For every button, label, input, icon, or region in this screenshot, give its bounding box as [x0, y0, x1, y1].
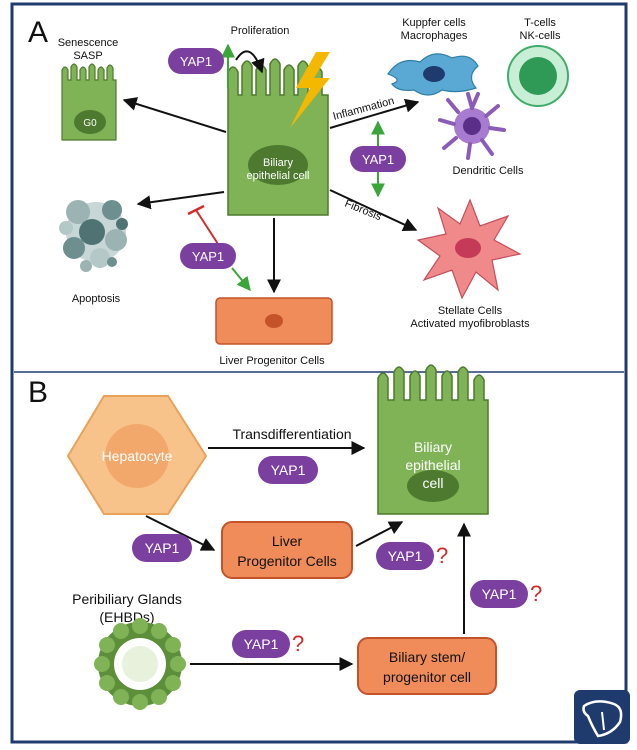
inhibit-bar	[187, 204, 205, 216]
lightning-icon	[290, 52, 330, 128]
arrow-hep-to-lpc	[145, 515, 216, 551]
t-cell	[507, 45, 569, 107]
question-mark-lpc: ?	[436, 543, 448, 568]
apoptotic-cell-cluster	[59, 200, 128, 272]
yap1-proliferation-badge: YAP1	[168, 48, 224, 74]
yap1-stem-biliary-badge: YAP1	[470, 580, 528, 608]
g0-label: G0	[83, 118, 97, 129]
svg-text:YAP1: YAP1	[180, 54, 212, 69]
panel-b-letter: B	[28, 376, 48, 409]
apoptosis-label: Apoptosis	[72, 293, 121, 305]
svg-text:YAP1: YAP1	[271, 462, 306, 478]
senescence-label-line2: SASP	[73, 50, 102, 62]
transdiff-label: Transdifferentiation	[232, 426, 351, 442]
peribiliary-gland	[94, 618, 186, 710]
lpc-cell-a	[215, 297, 333, 345]
proliferation-label: Proliferation	[231, 25, 290, 37]
svg-text:YAP1: YAP1	[145, 540, 180, 556]
svg-text:YAP1: YAP1	[192, 249, 224, 264]
arrow-lpc-to-biliary	[355, 521, 404, 547]
yap1-gland-stem-badge: YAP1	[232, 630, 290, 658]
lpc-box-b: Liver Progenitor Cells	[221, 521, 353, 579]
senescence-label-line1: Senescence	[58, 37, 119, 49]
dendritic-cell	[438, 92, 506, 160]
arrow-to-apoptosis	[136, 191, 225, 210]
lpc-label-a: Liver Progenitor Cells	[219, 355, 325, 367]
biliary-cell-a: Biliary epithelial cell	[227, 58, 329, 216]
inhibit-line	[195, 209, 219, 245]
hepatocyte-cell: Hepatocyte	[66, 395, 208, 515]
yap1-hep-lpc-badge: YAP1	[132, 534, 192, 562]
liver-icon	[574, 690, 630, 744]
biliary-label-line1: Biliary	[414, 439, 452, 455]
yap1-inflammation-badge: YAP1	[350, 146, 406, 172]
cell-label-line2: epithelial cell	[247, 170, 310, 182]
peribiliary-label-line1: Peribiliary Glands	[72, 591, 182, 607]
lpc-label-line1: Liver	[272, 533, 303, 549]
arrow-inflammation	[329, 98, 420, 129]
biliary-cell-b: Biliary epithelial cell	[377, 364, 489, 515]
senescent-cell: G0	[61, 63, 117, 141]
biliary-label-line2: epithelial	[405, 457, 460, 473]
kupffer-label-line2: Macrophages	[401, 30, 468, 42]
svg-text:YAP1: YAP1	[388, 548, 423, 564]
panel-a-letter: A	[28, 16, 48, 49]
dendritic-label: Dendritic Cells	[453, 165, 524, 177]
tcells-label-line1: T-cells	[524, 17, 556, 29]
biliary-stem-box: Biliary stem/ progenitor cell	[357, 637, 497, 695]
macrophage-cell	[387, 53, 479, 96]
stellate-label-line1: Stellate Cells	[438, 305, 503, 317]
stem-label-line2: progenitor cell	[383, 669, 471, 685]
yap1-apoptosis-badge: YAP1	[180, 243, 236, 269]
cell-label-line1: Biliary	[263, 157, 293, 169]
arrow-to-senescence	[122, 97, 227, 133]
question-mark-stem: ?	[530, 581, 542, 606]
stem-label-line1: Biliary stem/	[389, 649, 465, 665]
kupffer-label-line1: Kuppfer cells	[402, 17, 466, 29]
svg-text:YAP1: YAP1	[362, 152, 394, 167]
yap1-lpc-biliary-badge: YAP1	[376, 542, 434, 570]
stellate-label-line2: Activated myofibroblasts	[410, 318, 530, 330]
yap1-transdiff-badge: YAP1	[258, 456, 318, 484]
hepatocyte-label: Hepatocyte	[102, 448, 173, 464]
proliferation-loop-arrow	[235, 50, 265, 74]
svg-text:YAP1: YAP1	[244, 636, 279, 652]
arrow-fibrosis	[329, 189, 418, 232]
green-arrow-to-lpc	[231, 267, 251, 292]
question-mark-gland: ?	[292, 631, 304, 656]
stellate-cell	[416, 198, 522, 300]
tcells-label-line2: NK-cells	[520, 30, 561, 42]
svg-text:YAP1: YAP1	[482, 586, 517, 602]
lpc-label-line2: Progenitor Cells	[237, 553, 337, 569]
biliary-label-line3: cell	[422, 475, 443, 491]
